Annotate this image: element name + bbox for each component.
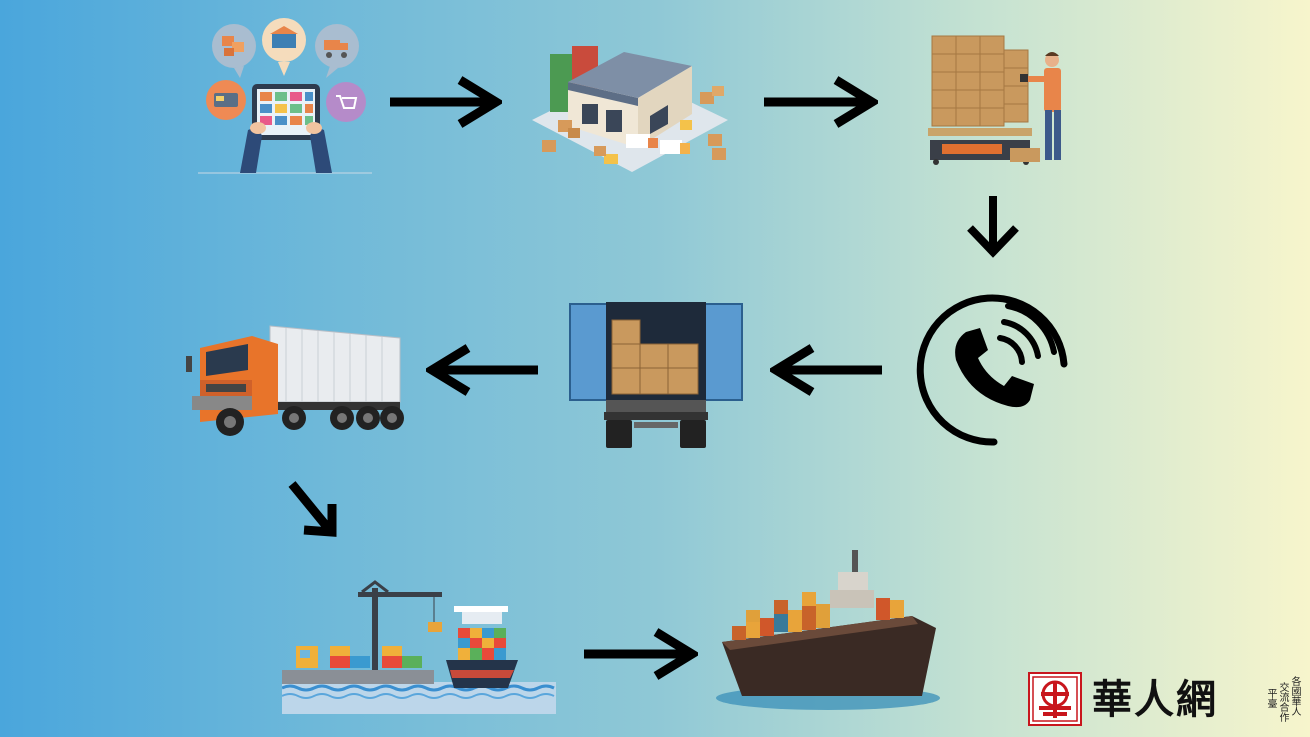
online-shopping-tablet-icon	[196, 18, 376, 178]
seal-icon	[1028, 672, 1082, 726]
arrow-left-1	[770, 344, 882, 396]
worker-scanning-boxes-icon	[926, 30, 1068, 166]
arrow-left-2	[426, 344, 538, 396]
slogan-line-2: 交流合作	[1277, 682, 1288, 722]
logo-name: 華人網	[1092, 676, 1218, 723]
arrow-right-2	[764, 76, 878, 128]
port-crane-icon	[282, 578, 556, 714]
arrow-right-3	[584, 628, 698, 680]
logo-slogan: 各國華人 交流合作 平臺	[1260, 676, 1310, 728]
slogan-line-1: 各國華人	[1289, 676, 1300, 716]
arrow-right-1	[390, 76, 502, 128]
loaded-truck-container-icon	[566, 300, 746, 452]
container-truck-icon	[182, 318, 406, 444]
arrow-down-right	[288, 481, 337, 537]
slogan-line-3: 平臺	[1265, 688, 1276, 708]
phone-call-icon	[914, 292, 1070, 446]
brand-logo: 華人網 各國華人 交流合作 平臺	[1028, 672, 1300, 732]
arrow-down-1	[967, 196, 1019, 258]
cargo-ship-icon	[712, 546, 944, 712]
warehouse-icon	[528, 22, 732, 182]
